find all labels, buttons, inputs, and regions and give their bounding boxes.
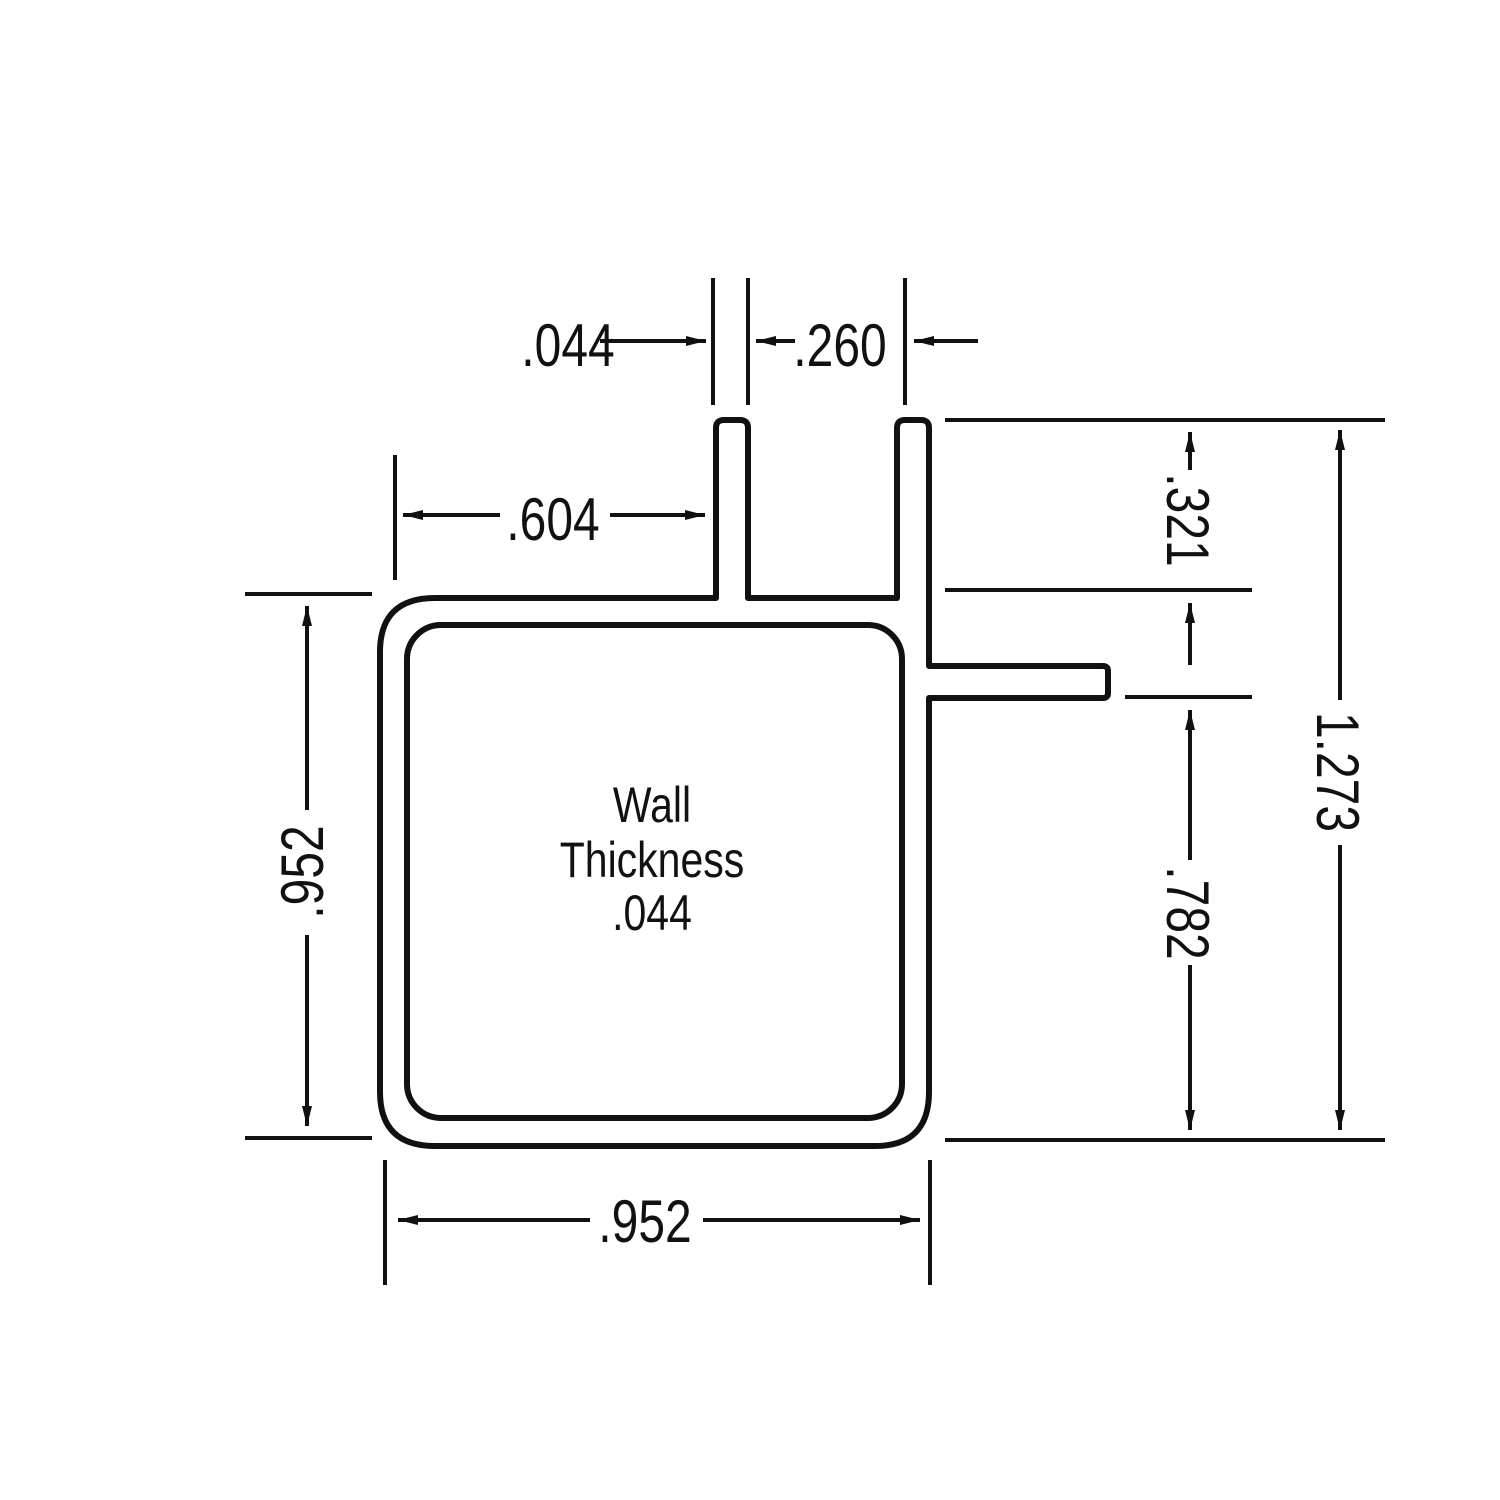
dim-overall-height: 1.273 xyxy=(1304,712,1371,832)
dim-fin-offset: .604 xyxy=(506,486,599,553)
dim-height: .952 xyxy=(269,825,336,918)
dim-fin-thickness: .044 xyxy=(521,312,614,379)
wall-thickness-label: Wall Thickness .044 xyxy=(560,777,745,941)
label-line3: .044 xyxy=(612,885,692,941)
label-line1: Wall xyxy=(613,777,691,833)
profile-outer-outline xyxy=(377,417,1111,1149)
label-line2: Thickness xyxy=(560,832,745,888)
right-extension-lines xyxy=(945,418,1385,1142)
dim-side-fin-to-bottom: .782 xyxy=(1154,866,1221,959)
dim-fin-height: .321 xyxy=(1154,473,1221,566)
profile-inner-outline xyxy=(404,622,905,1121)
dim-fin-spacing: .260 xyxy=(793,312,886,379)
top-extension-lines xyxy=(393,278,907,580)
dim-width: .952 xyxy=(598,1188,691,1255)
